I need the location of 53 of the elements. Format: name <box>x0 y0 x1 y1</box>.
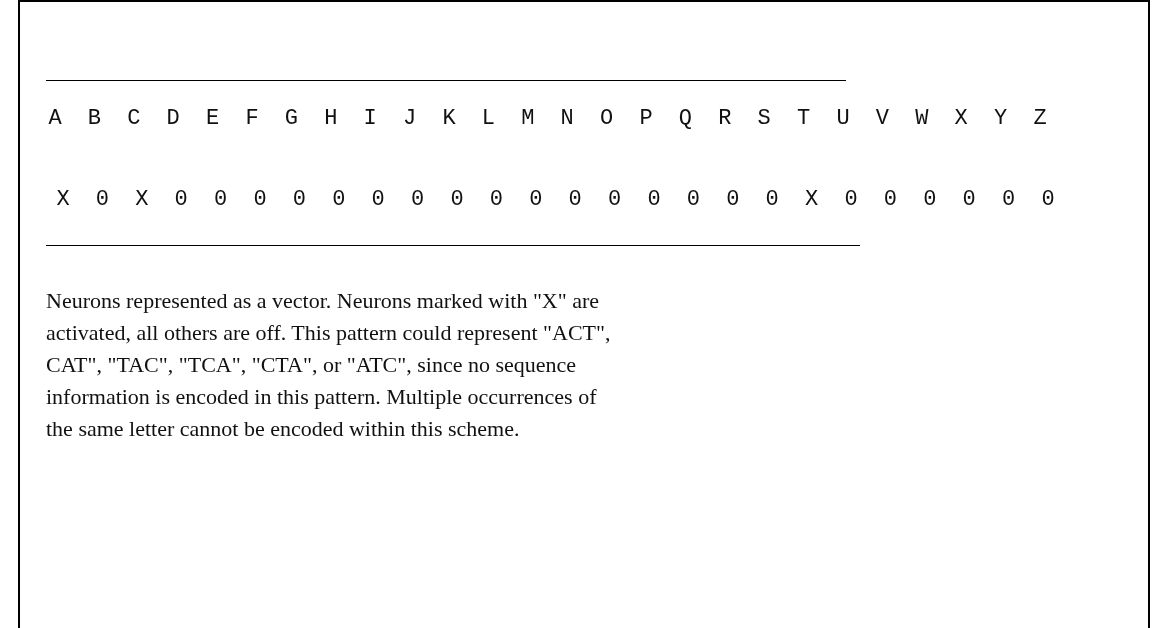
letter-label: J <box>402 106 418 132</box>
letter-label: P <box>638 106 654 132</box>
neuron-state: X <box>55 187 71 213</box>
neuron-state: 0 <box>1040 187 1056 213</box>
letter-label: F <box>244 106 260 132</box>
neuron-state: 0 <box>488 187 504 213</box>
neuron-state: 0 <box>449 187 465 213</box>
neuron-state: 0 <box>213 187 229 213</box>
neuron-state: 0 <box>94 187 110 213</box>
neuron-state: 0 <box>331 187 347 213</box>
neuron-state: 0 <box>370 187 386 213</box>
letter-label: Y <box>993 106 1009 132</box>
neuron-state: 0 <box>528 187 544 213</box>
letter-label: W <box>914 106 930 132</box>
neuron-state: 0 <box>961 187 977 213</box>
letter-label: Q <box>677 106 693 132</box>
neuron-state: 0 <box>291 187 307 213</box>
letter-label: D <box>165 106 181 132</box>
letter-label: R <box>717 106 733 132</box>
neuron-state: 0 <box>764 187 780 213</box>
letter-label: C <box>126 106 142 132</box>
neuron-state: 0 <box>646 187 662 213</box>
neuron-state: 0 <box>882 187 898 213</box>
neuron-state: 0 <box>607 187 623 213</box>
neuron-state: 0 <box>252 187 268 213</box>
letter-label: L <box>480 106 496 132</box>
neuron-state: X <box>134 187 150 213</box>
neuron-state: 0 <box>410 187 426 213</box>
letter-label: E <box>205 106 221 132</box>
letter-label: V <box>874 106 890 132</box>
letter-label: T <box>796 106 812 132</box>
neuron-state: 0 <box>843 187 859 213</box>
letter-label: H <box>323 106 339 132</box>
neuron-state: 0 <box>567 187 583 213</box>
letter-label: Z <box>1032 106 1048 132</box>
letter-label: G <box>283 106 299 132</box>
neuron-state: 0 <box>1001 187 1017 213</box>
neuron-state: X <box>804 187 820 213</box>
caption: Neurons represented as a vector. Neurons marked with "X" are activated, all others are off. This pattern could represent "ACT", CAT", "TAC", "TCA", "CTA", or "ATC", since no sequence information is encoded in this pattern. Multiple occurrences of the same letter cannot be encoded within this scheme. <box>46 287 611 443</box>
letter-label: U <box>835 106 851 132</box>
neuron-state: 0 <box>173 187 189 213</box>
letter-label: N <box>559 106 575 132</box>
letter-label: I <box>362 106 378 132</box>
neuron-state: 0 <box>685 187 701 213</box>
letter-label: O <box>599 106 615 132</box>
letter-label: X <box>953 106 969 132</box>
letter-label: K <box>441 106 457 132</box>
letter-label: S <box>756 106 772 132</box>
neuron-state: 0 <box>725 187 741 213</box>
letter-label: A <box>47 106 63 132</box>
letter-label: M <box>520 106 536 132</box>
neuron-state: 0 <box>922 187 938 213</box>
letter-label: B <box>86 106 102 132</box>
